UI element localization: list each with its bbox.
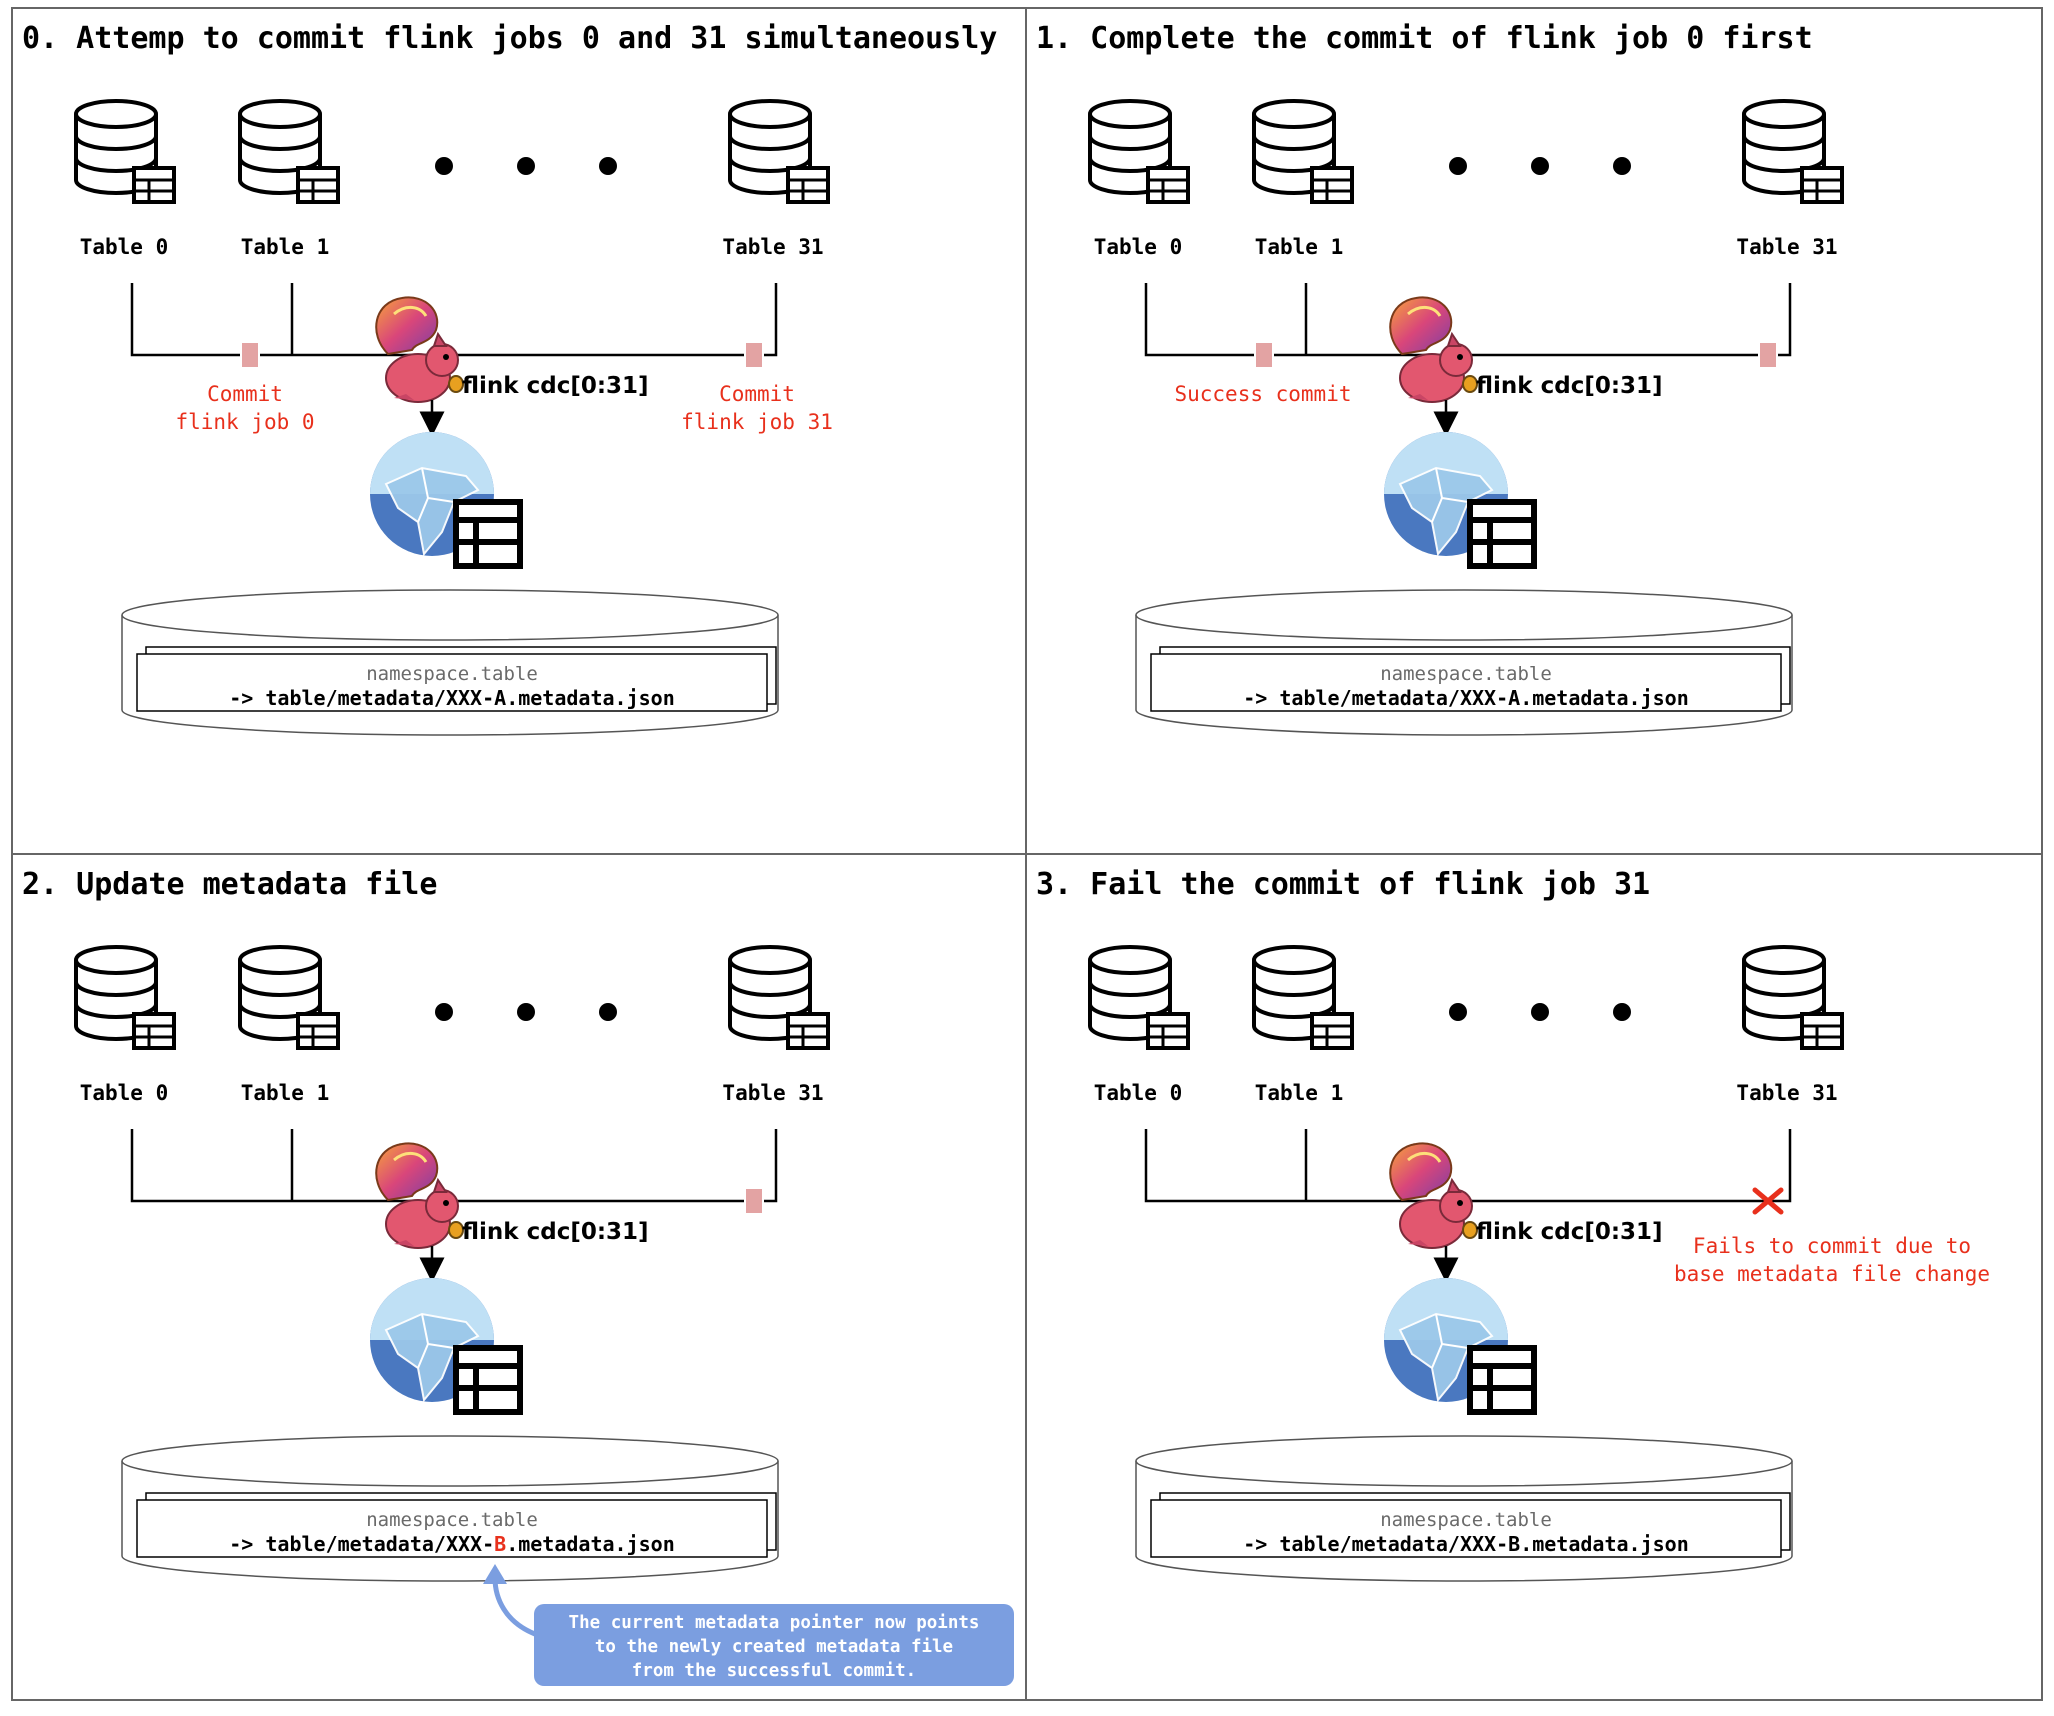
database-table-icon (1742, 99, 1844, 204)
database-table-icon (1088, 945, 1190, 1050)
commit-marker-job-0 (1254, 341, 1274, 369)
table-0-label: Table 0 (80, 235, 169, 259)
connector-lines (130, 1129, 778, 1203)
panel-2: 2. Update metadata file Table 0 Table 1 … (22, 867, 1014, 1686)
pointer-version-highlight: B (494, 1532, 506, 1556)
namespace-label: namespace.table (1380, 1509, 1552, 1531)
iceberg-globe-icon (370, 1278, 520, 1412)
database-table-icon (728, 99, 830, 204)
flink-squirrel-logo (1388, 295, 1479, 404)
connector-lines (1144, 1129, 1792, 1203)
table-1-label: Table 1 (241, 235, 330, 259)
fail-label-line2: base metadata file change (1674, 1262, 1990, 1286)
ellipsis-dots (1449, 157, 1631, 175)
panel-title: 2. Update metadata file (22, 867, 437, 902)
connector-lines (1144, 283, 1792, 357)
commit-job-31-label-line2: flink job 31 (681, 410, 833, 434)
callout-arrow (492, 1577, 536, 1637)
database-table-icon (1088, 99, 1190, 204)
table-31-label: Table 31 (722, 235, 823, 259)
database-table-icon (238, 99, 340, 204)
metadata-storage: namespace.table -> table/metadata/XXX-B.… (1135, 1435, 1793, 1582)
commit-job-31-label-line1: Commit (719, 382, 795, 406)
table-1-label: Table 1 (1255, 1081, 1344, 1105)
panel-title: 3. Fail the commit of flink job 31 (1036, 867, 1650, 902)
table-31-label: Table 31 (722, 1081, 823, 1105)
metadata-pointer: -> table/metadata/XXX-B.metadata.json (229, 1532, 675, 1556)
table-1-label: Table 1 (241, 1081, 330, 1105)
commit-job-0-label-line1: Commit (207, 382, 283, 406)
commit-marker-job-31 (1758, 341, 1778, 369)
iceberg-globe-icon (370, 432, 520, 566)
metadata-pointer: -> table/metadata/XXX-A.metadata.json (1243, 686, 1689, 710)
namespace-label: namespace.table (366, 663, 538, 685)
callout-box (534, 1604, 1014, 1686)
pointer-version: A (494, 686, 506, 710)
success-commit-label: Success commit (1174, 382, 1351, 406)
connector-lines (130, 283, 778, 357)
namespace-label: namespace.table (366, 1509, 538, 1531)
flink-squirrel-logo (1388, 1141, 1479, 1250)
ellipsis-dots (435, 157, 617, 175)
database-table-icon (74, 99, 176, 204)
flink-squirrel-logo (374, 1141, 465, 1250)
flink-cdc-label: flink cdc[0:31] (1476, 373, 1663, 399)
panel-1: 1. Complete the commit of flink job 0 fi… (1036, 21, 1844, 736)
callout-line-3: from the successful commit. (632, 1661, 916, 1681)
metadata-pointer: -> table/metadata/XXX-A.metadata.json (229, 686, 675, 710)
namespace-label: namespace.table (1380, 663, 1552, 685)
flink-squirrel-logo (374, 295, 465, 404)
commit-job-0-label-line2: flink job 0 (175, 410, 314, 434)
callout-line-1: The current metadata pointer now points (569, 1613, 980, 1633)
commit-marker-job-0 (240, 341, 260, 369)
flink-cdc-label: flink cdc[0:31] (1476, 1219, 1663, 1245)
panel-title: 0. Attemp to commit flink jobs 0 and 31 … (22, 21, 997, 56)
table-0-label: Table 0 (80, 1081, 169, 1105)
table-1-label: Table 1 (1255, 235, 1344, 259)
pointer-version: B (1508, 1532, 1520, 1556)
flink-cdc-label: flink cdc[0:31] (462, 373, 649, 399)
callout-line-2: to the newly created metadata file (595, 1637, 953, 1657)
metadata-storage: namespace.table -> table/metadata/XXX-B.… (121, 1435, 779, 1582)
database-table-icon (1742, 945, 1844, 1050)
table-31-label: Table 31 (1736, 235, 1837, 259)
database-table-icon (1252, 99, 1354, 204)
database-table-icon (74, 945, 176, 1050)
metadata-storage: namespace.table -> table/metadata/XXX-A.… (1135, 589, 1793, 736)
fail-label-line1: Fails to commit due to (1693, 1234, 1971, 1258)
table-31-label: Table 31 (1736, 1081, 1837, 1105)
ellipsis-dots (435, 1003, 617, 1021)
commit-marker-job-31 (744, 341, 764, 369)
table-0-label: Table 0 (1094, 1081, 1183, 1105)
callout-arrowhead (483, 1564, 507, 1584)
database-table-icon (728, 945, 830, 1050)
panel-title: 1. Complete the commit of flink job 0 fi… (1036, 21, 1813, 56)
database-table-icon (1252, 945, 1354, 1050)
iceberg-globe-icon (1384, 1278, 1534, 1412)
panel-0: 0. Attemp to commit flink jobs 0 and 31 … (22, 21, 997, 736)
commit-marker-job-31 (744, 1187, 764, 1215)
ellipsis-dots (1449, 1003, 1631, 1021)
database-table-icon (238, 945, 340, 1050)
table-0-label: Table 0 (1094, 235, 1183, 259)
metadata-pointer: -> table/metadata/XXX-B.metadata.json (1243, 1532, 1689, 1556)
panel-3: 3. Fail the commit of flink job 31 Table… (1036, 867, 1990, 1582)
pointer-version: A (1508, 686, 1520, 710)
flink-cdc-label: flink cdc[0:31] (462, 1219, 649, 1245)
iceberg-globe-icon (1384, 432, 1534, 566)
metadata-storage: namespace.table -> table/metadata/XXX-A.… (121, 589, 779, 736)
